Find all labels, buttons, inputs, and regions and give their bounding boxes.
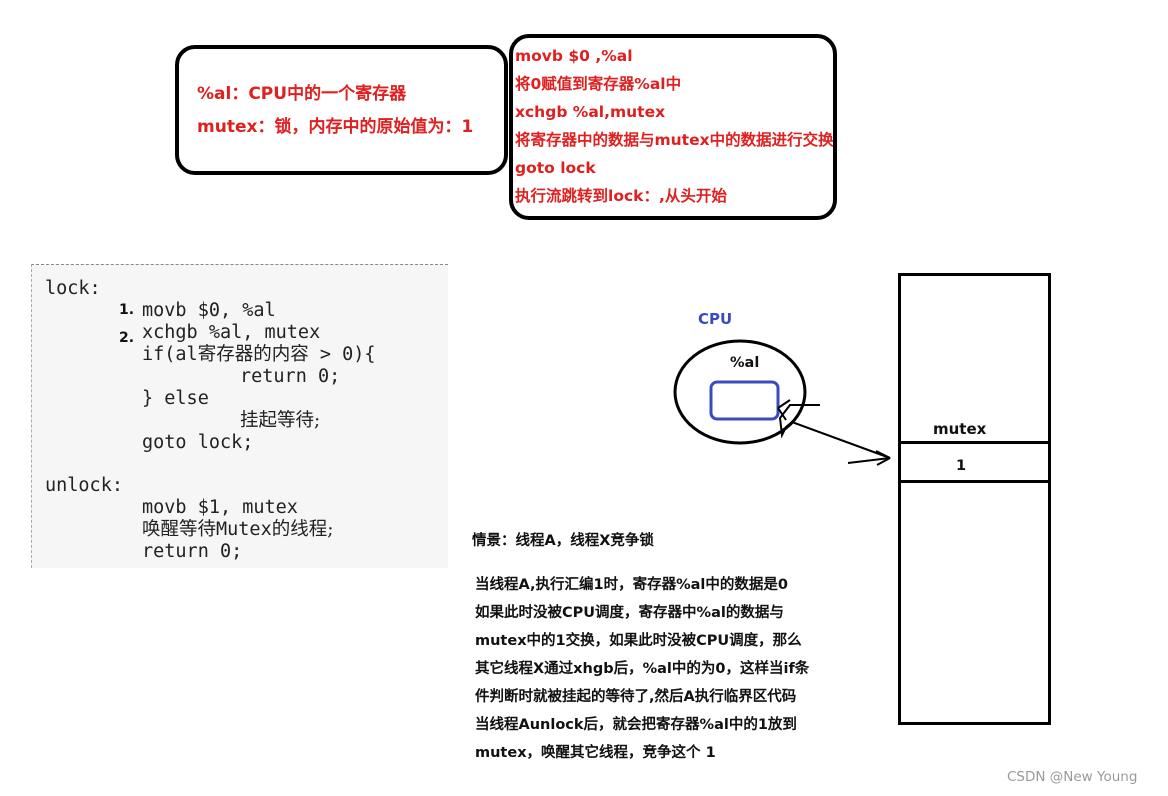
mutex-label: mutex: [933, 420, 987, 438]
definition-al: %al：CPU中的一个寄存器: [197, 84, 407, 104]
scenario-line-3: mutex中的1交换，如果此时没被CPU调度，那么: [475, 633, 802, 649]
code-movb-1: movb $1, mutex: [142, 497, 298, 518]
asm-line-1: movb $0 ,%al: [515, 47, 633, 65]
code-if-suffix: > 0){: [308, 344, 376, 365]
code-goto: goto lock;: [142, 432, 254, 453]
definition-mutex: mutex：锁，内存中的原始值为：1: [197, 117, 474, 137]
code-unlock-label: unlock:: [45, 475, 123, 496]
code-step-2: xchgb %al, mutex: [142, 322, 321, 343]
code-if-prefix: if(al: [142, 344, 198, 365]
scenario-line-1: 当线程A,执行汇编1时，寄存器%al中的数据是0: [475, 577, 788, 593]
mutex-cell: [898, 441, 1051, 483]
code-return-2: return 0;: [142, 541, 243, 562]
asm-line-2: 将0赋值到寄存器%al中: [515, 75, 682, 93]
code-if-cn: 寄存器的内容: [197, 344, 309, 365]
scenario-line-6: 当线程Aunlock后，就会把寄存器%al中的1放到: [475, 717, 797, 733]
scenario-line-2: 如果此时没被CPU调度，寄存器中%al的数据与: [475, 605, 784, 621]
watermark: CSDN @New Young: [1007, 769, 1138, 785]
scenario-line-7: mutex，唤醒其它线程，竞争这个 1: [475, 745, 716, 761]
mutex-value: 1: [956, 458, 967, 474]
scenario-line-4: 其它线程X通过xhgb后，%al中的为0，这样当if条: [475, 661, 810, 677]
register-al-label: %al: [730, 355, 760, 371]
definitions-box: %al：CPU中的一个寄存器 mutex：锁，内存中的原始值为：1: [175, 45, 508, 175]
cpu-label: CPU: [698, 310, 733, 328]
scenario-title: 情景：线程A，线程X竞争锁: [472, 533, 654, 549]
code-suspend: 挂起等待;: [240, 410, 321, 431]
code-wake-cn: 唤醒等待: [142, 519, 217, 540]
asm-explanation-box: movb $0 ,%al 将0赋值到寄存器%al中 xchgb %al,mute…: [509, 34, 837, 220]
register-al-box: [709, 380, 780, 421]
memory-block: [898, 273, 1051, 725]
code-wake-mutex: Mutex: [216, 519, 272, 540]
step-2-number: 2.: [119, 330, 135, 346]
code-if-line: if(al寄存器的内容 > 0){: [142, 344, 376, 366]
asm-line-5: goto lock: [515, 159, 596, 177]
asm-line-3: xchgb %al,mutex: [515, 103, 666, 121]
code-wake-cn2: 的线程;: [271, 519, 334, 540]
asm-line-4: 将寄存器中的数据与mutex中的数据进行交换: [515, 131, 834, 149]
code-else: } else: [142, 388, 209, 409]
exchange-arrow-head-mem: [875, 450, 891, 466]
code-wake-line: 唤醒等待Mutex的线程;: [142, 519, 333, 541]
step-1-number: 1.: [119, 302, 135, 318]
code-panel: lock: 1. movb $0, %al 2. xchgb %al, mute…: [31, 264, 448, 568]
asm-line-6: 执行流跳转到lock：,从头开始: [515, 187, 727, 205]
exchange-arrow-line: [778, 404, 891, 464]
exchange-arrow-head-cpu: [777, 399, 791, 421]
code-lock-label: lock:: [45, 278, 101, 299]
scenario-line-5: 件判断时就被挂起的等待了,然后A执行临界区代码: [475, 689, 797, 705]
code-step-1: movb $0, %al: [142, 300, 276, 321]
code-return-1: return 0;: [240, 366, 341, 387]
